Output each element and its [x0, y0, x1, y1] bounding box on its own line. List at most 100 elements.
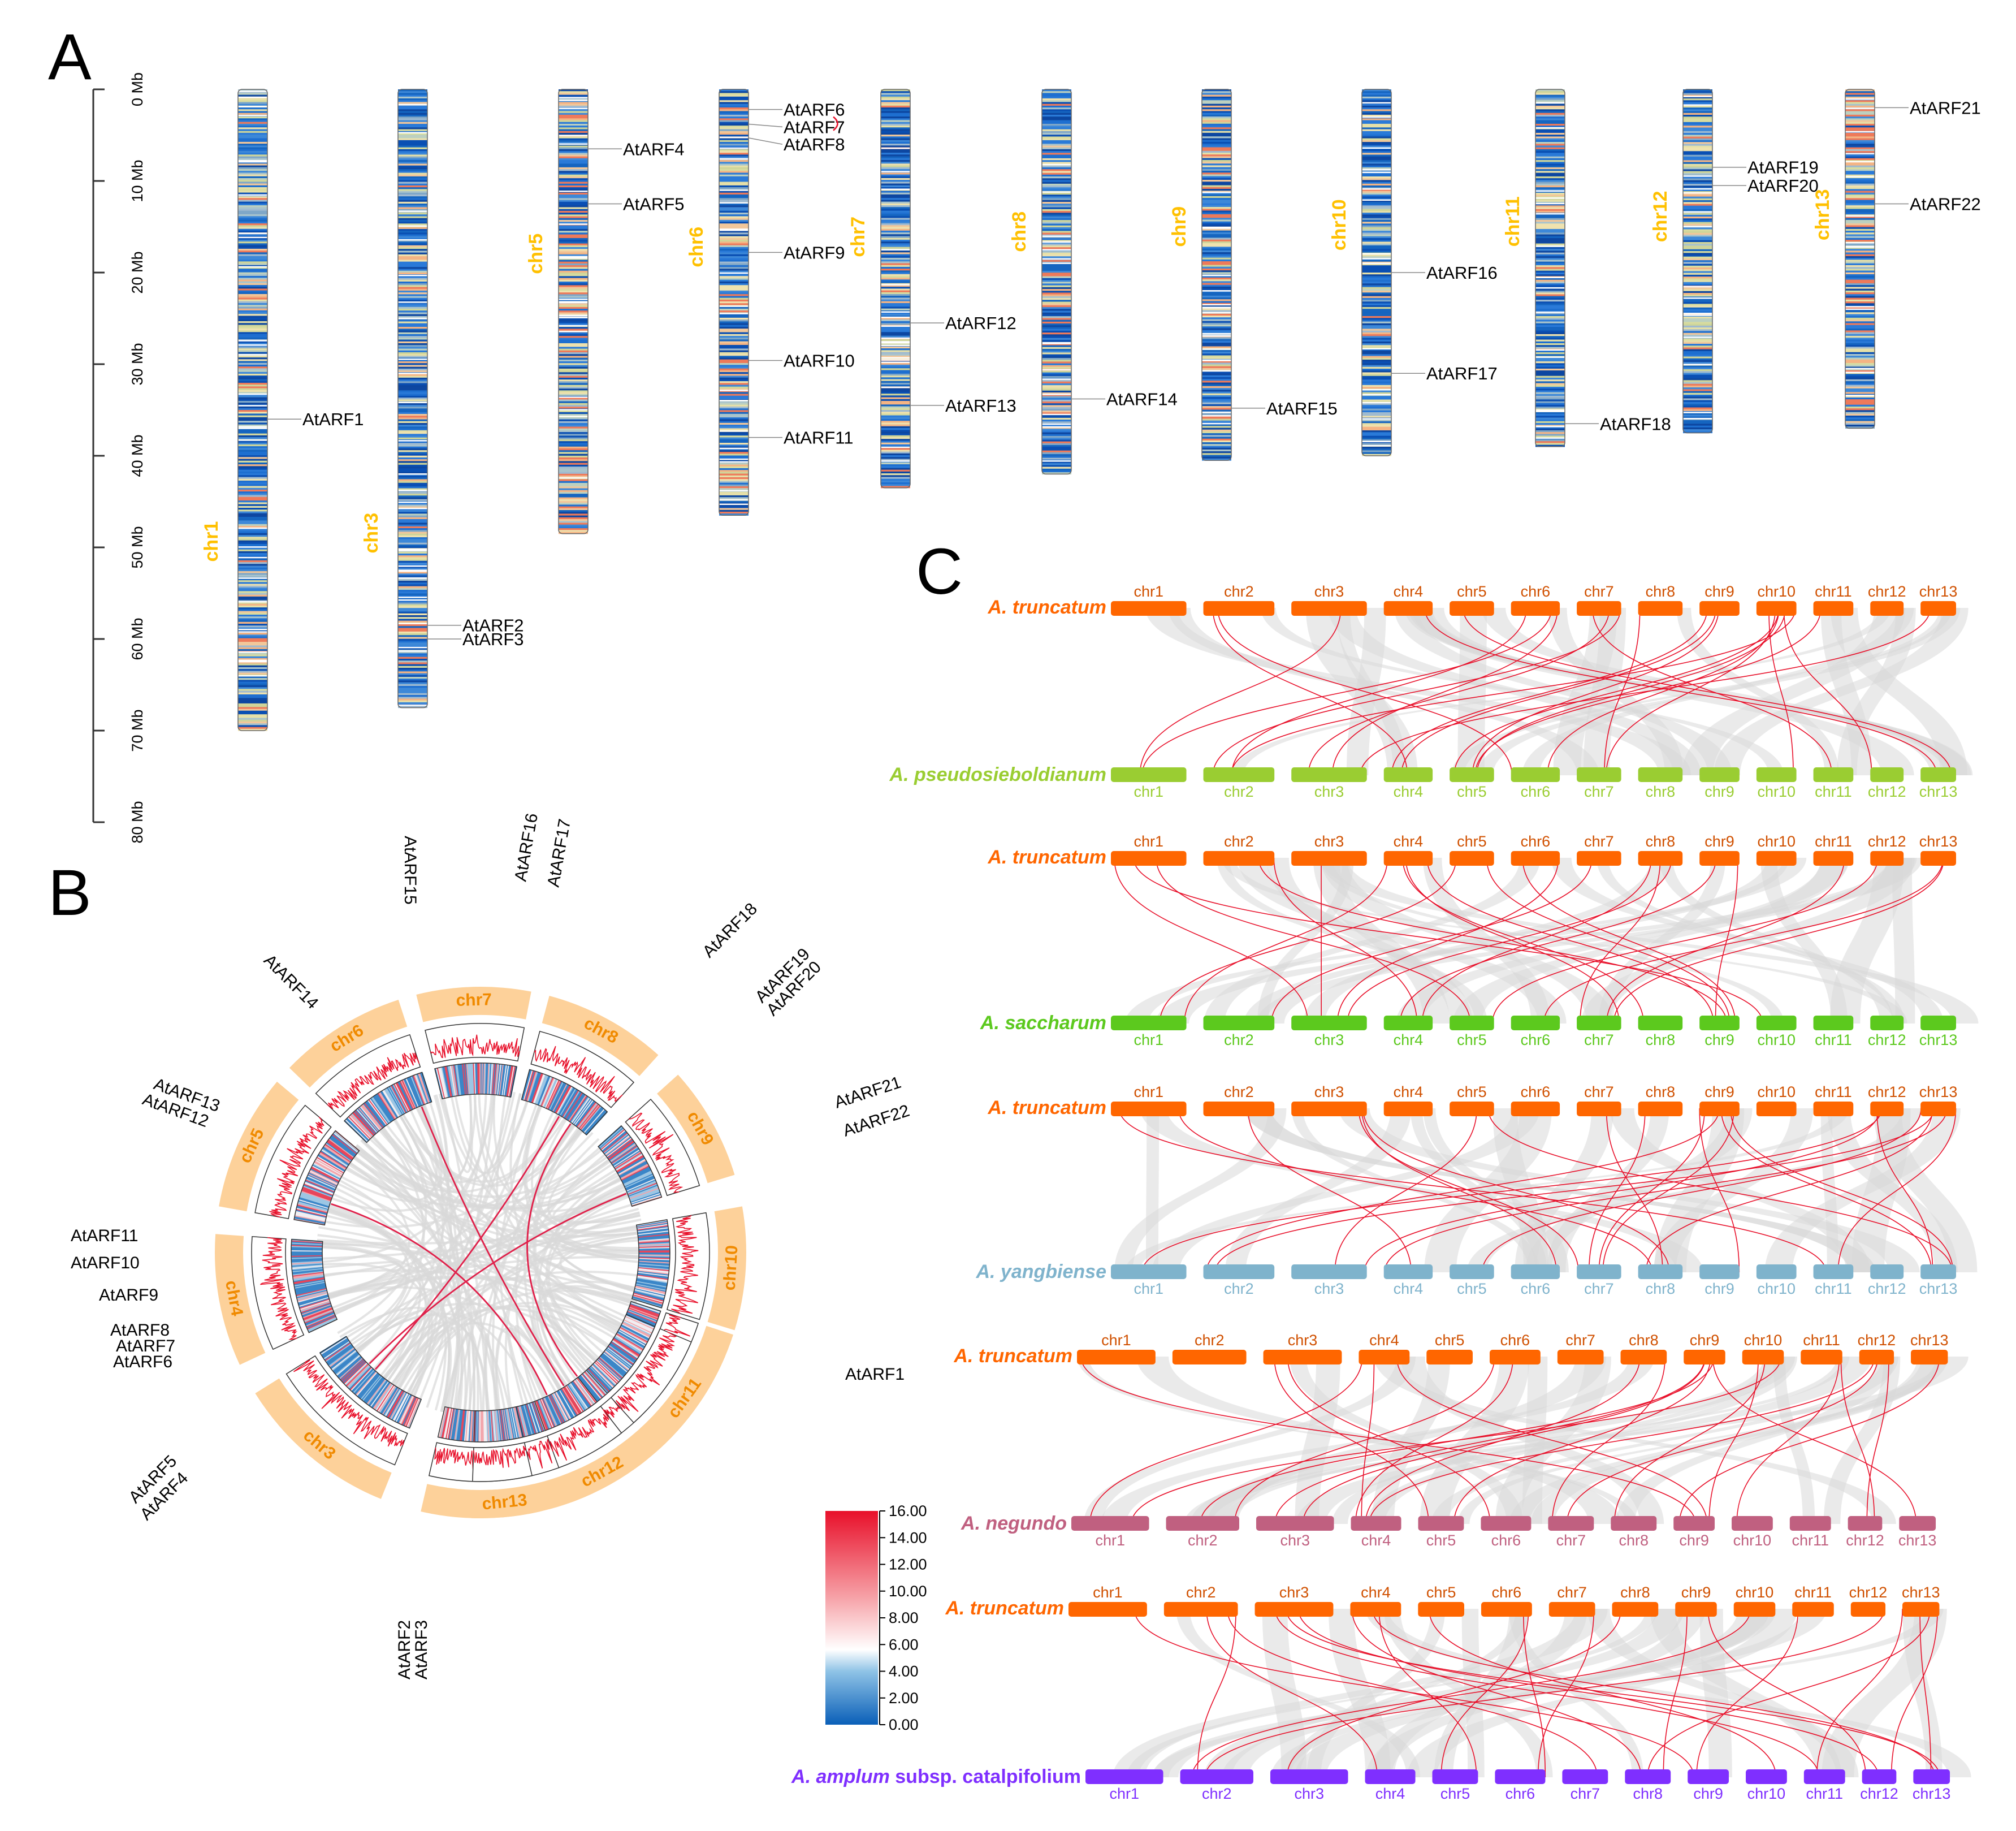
density-band	[881, 328, 910, 331]
heatmap-cell	[330, 1135, 356, 1156]
density-band	[881, 205, 910, 208]
density-band	[238, 310, 267, 313]
density-band	[398, 297, 427, 300]
density-band	[1845, 138, 1875, 141]
red-synteny-link	[1234, 1356, 1495, 1525]
density-band	[1042, 343, 1071, 346]
density-band	[238, 317, 267, 320]
circos-chr3: chr3	[255, 1336, 422, 1499]
ref-chromosome-bar	[1383, 1102, 1433, 1116]
red-synteny-link	[1421, 857, 1652, 1024]
heatmap-cell	[600, 1129, 626, 1151]
density-band	[1535, 218, 1565, 221]
density-band	[1202, 201, 1231, 204]
density-band	[1845, 231, 1875, 233]
heatmap-cell	[614, 1335, 642, 1354]
density-band	[881, 162, 910, 164]
density-band	[1362, 216, 1391, 219]
density-band	[559, 176, 588, 179]
density-band	[719, 182, 749, 184]
density-band	[559, 375, 588, 378]
heatmap-cell	[611, 1341, 638, 1360]
density-band	[1202, 444, 1231, 447]
query-chromosome-bar	[1383, 1016, 1433, 1030]
gap-band	[1042, 342, 1071, 344]
density-band	[398, 102, 427, 105]
density-band	[1845, 254, 1875, 257]
heatmap-cell	[607, 1347, 633, 1367]
heatmap-cell	[582, 1107, 604, 1133]
density-band	[1042, 240, 1071, 243]
density-band	[881, 154, 910, 157]
density-band	[1042, 408, 1071, 411]
gene-label-AtARF2: AtARF2	[395, 1620, 414, 1679]
heatmap-cell	[390, 1085, 406, 1114]
heatmap-cell	[613, 1338, 641, 1357]
density-band	[559, 116, 588, 119]
gap-band	[881, 325, 910, 327]
density-band	[881, 352, 910, 355]
gray-ribbon	[1851, 1108, 1911, 1272]
density-band	[1202, 408, 1231, 411]
density-band	[1042, 407, 1071, 409]
density-band	[559, 158, 588, 161]
density-band	[1042, 447, 1071, 450]
gap-band	[1535, 356, 1565, 358]
query-chromosome-label: chr4	[1361, 1532, 1391, 1549]
density-band	[1845, 219, 1875, 222]
density-band	[238, 247, 267, 249]
heatmap-cell	[335, 1354, 361, 1376]
heatmap-cell	[339, 1358, 364, 1380]
chromosome-outline	[1845, 89, 1875, 429]
density-band	[881, 252, 910, 255]
density-band	[1202, 167, 1231, 170]
density-band	[881, 239, 910, 242]
query-chromosome-bar	[1577, 767, 1621, 782]
ref-chromosome-bar	[1111, 601, 1187, 616]
gray-ribbon	[1659, 858, 1893, 1024]
ref-chromosome-label: chr2	[1195, 1332, 1225, 1349]
density-band	[1362, 269, 1391, 271]
query-chromosome-bar	[1920, 1016, 1956, 1030]
query-chromosome-bar	[1481, 1516, 1532, 1531]
density-band	[1362, 407, 1391, 409]
density-band	[398, 374, 427, 377]
density-band	[1042, 243, 1071, 246]
density-band	[1042, 196, 1071, 199]
density-band	[1683, 293, 1712, 295]
red-synteny-link	[1482, 1108, 1922, 1273]
density-band	[238, 444, 267, 447]
density-band	[398, 258, 427, 261]
density-band	[1683, 380, 1712, 383]
density-band	[1042, 314, 1071, 317]
density-line	[615, 1331, 677, 1413]
gene-label-AtARF22: AtARF22	[1910, 195, 1981, 214]
density-band	[881, 297, 910, 300]
density-band	[238, 471, 267, 474]
gene-label-AtARF10: AtARF10	[71, 1254, 140, 1272]
density-band	[881, 332, 910, 335]
query-chromosome-bar	[1495, 1769, 1546, 1784]
density-band	[238, 519, 267, 521]
density-band	[1202, 147, 1231, 150]
heatmap-cell	[607, 1345, 634, 1366]
density-band	[398, 214, 427, 217]
heatmap-cell	[326, 1141, 353, 1161]
density-band	[719, 319, 749, 322]
heatmap-cell	[320, 1336, 348, 1355]
gap-band	[559, 299, 588, 300]
density-band	[1042, 417, 1071, 420]
gap-band	[881, 344, 910, 347]
ref-chromosome-bar	[1263, 1350, 1342, 1364]
density-band	[238, 642, 267, 644]
density-band	[1362, 435, 1391, 438]
density-band	[719, 109, 749, 112]
density-band	[398, 416, 427, 418]
density-band	[1845, 207, 1875, 210]
density-band	[1683, 269, 1712, 272]
density-band	[398, 279, 427, 282]
circos-chr7: chr7	[416, 987, 531, 1100]
density-band	[1042, 105, 1071, 108]
density-band	[1042, 204, 1071, 206]
gray-synteny-link	[337, 1113, 427, 1335]
